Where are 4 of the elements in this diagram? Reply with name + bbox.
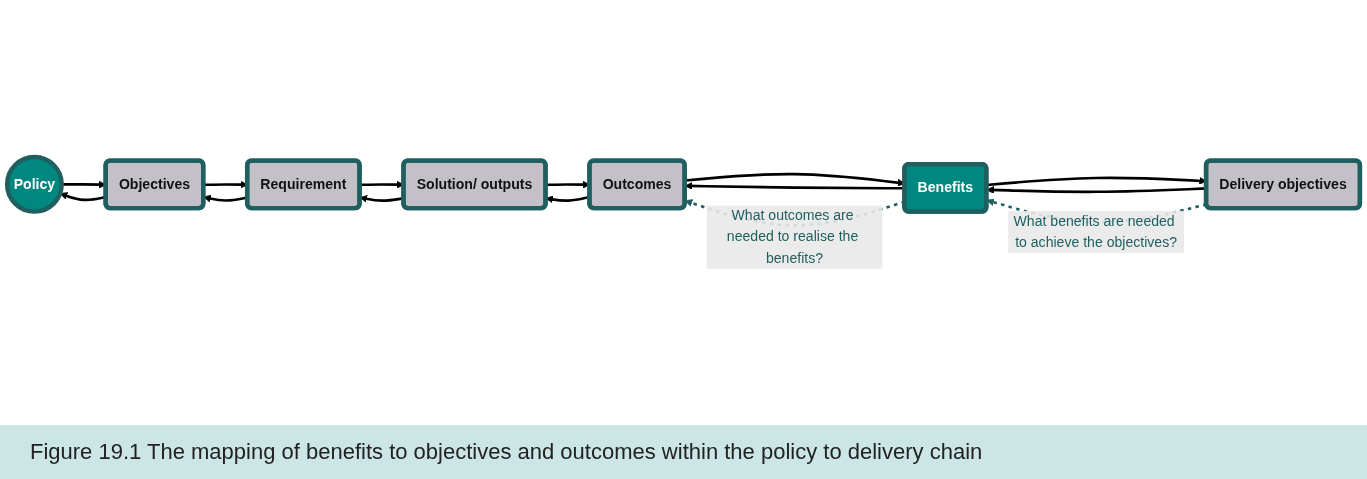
node-circle: Policy (4, 154, 64, 214)
figure-caption: Figure 19.1 The mapping of benefits to objectives and outcomes within the policy to delivery chain (0, 425, 1367, 479)
edge-label: What benefits are needed to achieve the objectives? (1013, 212, 1178, 249)
edge-label: What outcomes are needed to realise the benefits? (726, 207, 859, 265)
